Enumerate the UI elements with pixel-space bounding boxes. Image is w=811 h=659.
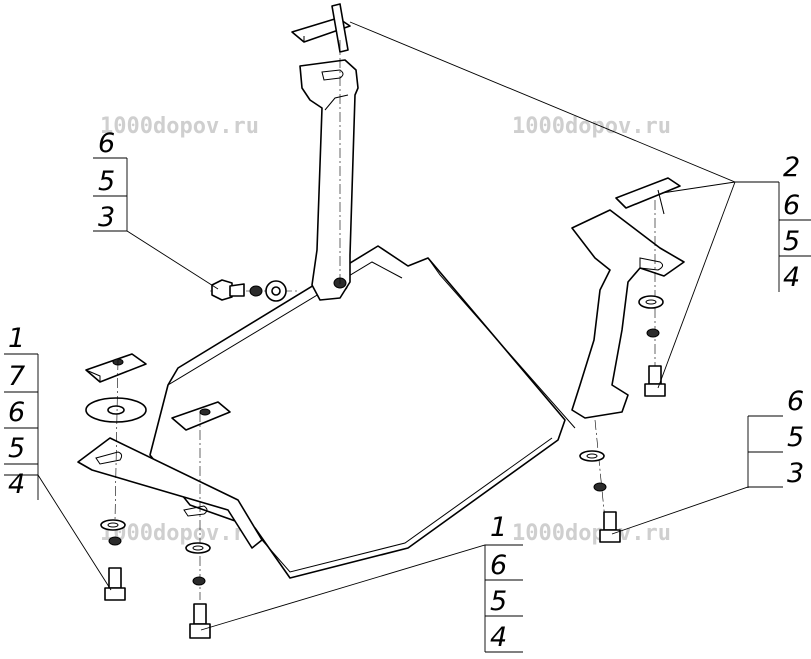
fastener-set-front-left [100,519,126,601]
callout-number: 4 [783,262,800,293]
front-shim-plates [85,353,231,431]
callout-number: 4 [490,622,507,653]
callout-number: 5 [787,422,804,453]
callout-number: 6 [98,128,115,159]
watermark-4: 1000dopov.ru [100,521,259,546]
callout-number: 5 [783,226,800,257]
callout-number: 6 [490,550,507,581]
callout-number: 6 [8,397,25,428]
callout-number: 6 [783,190,800,221]
callout-number: 1 [490,512,507,543]
callout-bottom-center: 1 6 5 4 [484,512,523,653]
fastener-set-right-bracket [638,295,666,397]
callout-right-rear-bolt: 6 5 3 [747,386,804,489]
callout-number: 4 [8,469,25,500]
callout-number: 7 [8,361,25,392]
callout-number: 3 [787,458,804,489]
watermark-1: 1000dopov.ru [100,114,259,139]
fastener-set-left-rear [211,279,287,302]
callout-number: 2 [783,152,800,183]
watermark-2: 1000dopov.ru [512,114,671,139]
callout-number: 1 [8,323,25,354]
right-upright-bracket [571,177,685,419]
left-upright-bracket [291,3,359,301]
callout-number: 6 [787,386,804,417]
callout-number: 3 [98,202,115,233]
fastener-set-front-center [185,542,211,639]
callout-number: 5 [98,166,115,197]
callout-number: 5 [8,433,25,464]
fastener-set-rear-right [579,450,621,543]
watermark-5: 1000dopov.ru [512,521,671,546]
callout-left-front-plate: 1 7 6 5 4 [4,323,39,500]
callout-number: 5 [490,586,507,617]
skid-plate [77,245,576,579]
callout-top-right-bracket: 2 6 5 4 [778,152,811,293]
callout-left-bracket-bolt: 6 5 3 [93,128,128,233]
